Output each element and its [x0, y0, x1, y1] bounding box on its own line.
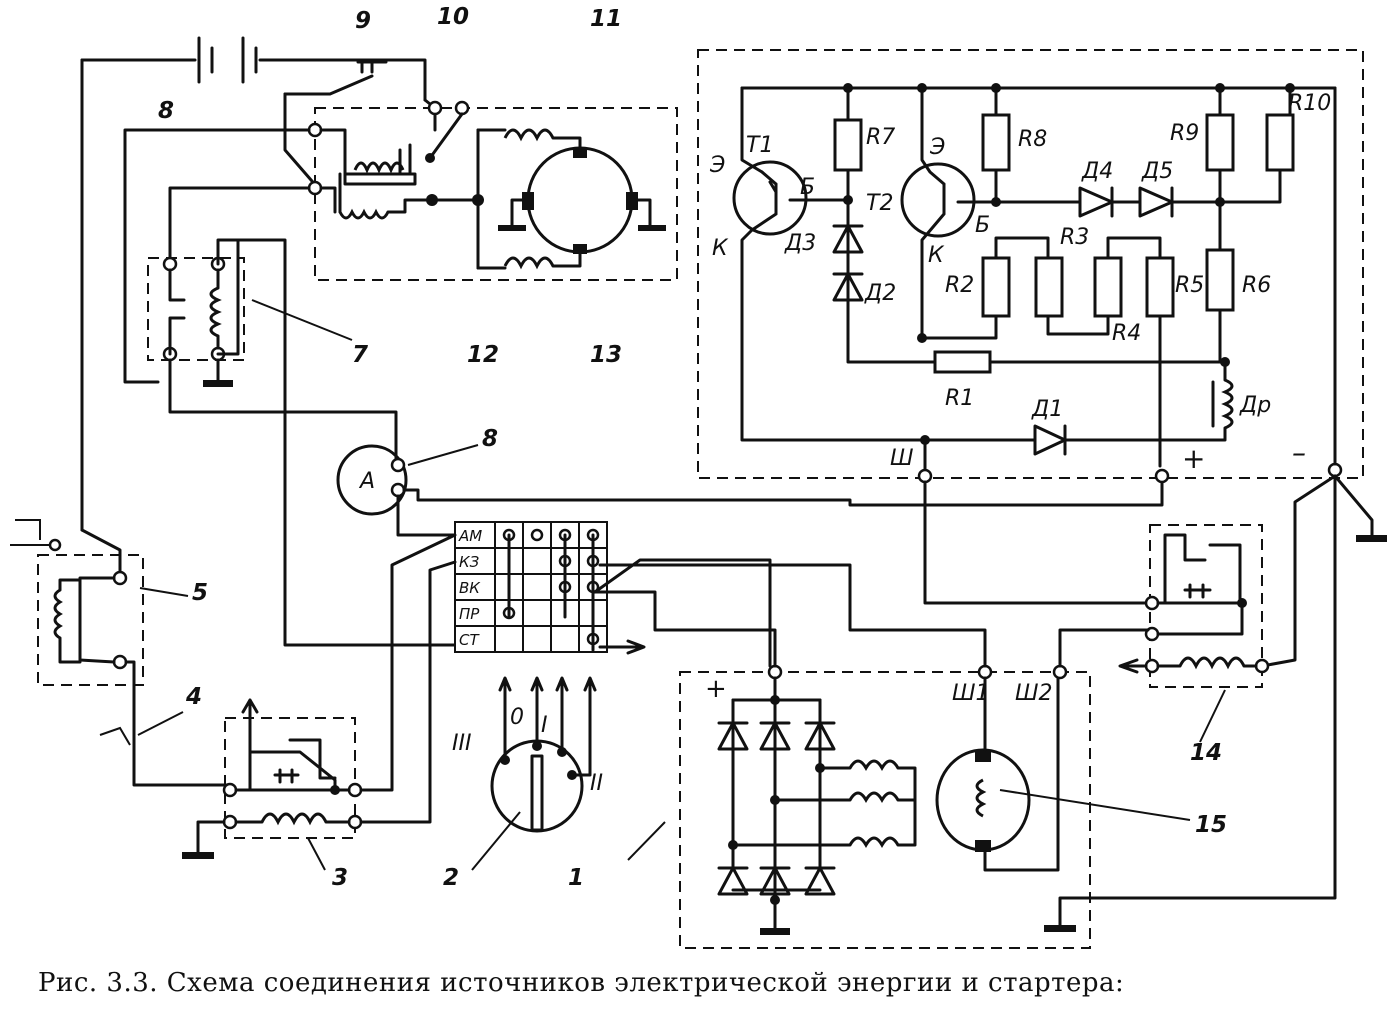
label-R5: R5 [1175, 273, 1204, 298]
label-E2: Э [929, 135, 945, 160]
label-K2: К [928, 243, 945, 268]
pos-II: II [590, 771, 603, 796]
label-minus: – [1292, 436, 1306, 469]
device-5 [10, 519, 232, 787]
label-13: 13 [590, 342, 622, 368]
rectifier-diode [804, 721, 836, 751]
relay-3 [182, 533, 457, 871]
key-switch-2: III 0 I II [452, 676, 603, 871]
label-T1: T1 [746, 133, 773, 158]
starter-relay-12 [307, 98, 678, 281]
label-R6: R6 [1242, 273, 1271, 298]
label-11: 11 [590, 6, 622, 32]
label-R4: R4 [1112, 321, 1141, 346]
ign-cell [522, 547, 552, 575]
wiring-schematic: A АМ КЗ ВК ПР СТ III 0 I II [10, 4, 1387, 949]
ignition-switch-table: АМ КЗ ВК ПР СТ [454, 521, 646, 655]
rectifier-diode [759, 721, 791, 751]
pos-0: 0 [510, 705, 524, 730]
label-D1: Д1 [1031, 397, 1063, 422]
rectifier-diode [759, 866, 791, 896]
label-12: 12 [467, 342, 499, 368]
ign-row-label-box [454, 573, 496, 601]
label-5: 5 [192, 580, 208, 606]
label-D3: Д3 [784, 231, 816, 256]
label-7: 7 [352, 342, 368, 368]
ign-row-label: ПР [459, 605, 480, 623]
label-8-ammeter: 8 [482, 426, 498, 452]
ammeter-letter: A [358, 469, 375, 494]
label-R7: R7 [866, 125, 895, 150]
label-D5: Д5 [1141, 159, 1173, 184]
label-B1: Б [800, 175, 815, 200]
battery [80, 36, 427, 532]
ign-row-label-box [454, 599, 496, 627]
label-D4: Д4 [1081, 159, 1113, 184]
figure-caption: Рис. 3.3. Схема соединения источников эл… [38, 968, 1125, 998]
label-T2: T2 [866, 191, 893, 216]
label-10: 10 [437, 4, 469, 30]
ign-row-label: КЗ [459, 553, 480, 571]
label-3: 3 [332, 865, 348, 891]
label-B2: Б [975, 213, 990, 238]
label-15: 15 [1195, 812, 1227, 838]
ign-cell [494, 625, 524, 653]
label-plus: + [1182, 442, 1205, 475]
label-8-battery: 8 [158, 98, 174, 124]
ign-cell [522, 625, 552, 653]
label-R3: R3 [1060, 225, 1089, 250]
ign-cell [522, 573, 552, 601]
ign-cell [550, 625, 580, 653]
ign-row-label: АМ [458, 527, 482, 545]
ign-row-label: ВК [459, 579, 481, 597]
ign-contact [530, 528, 544, 542]
voltage-regulator-13 [697, 49, 1364, 484]
label-K1: К [712, 236, 729, 261]
label-14: 14 [1190, 740, 1222, 766]
rectifier-diode [717, 721, 749, 751]
rectifier-diode [804, 866, 836, 896]
label-1: 1 [568, 865, 584, 891]
generator-1 [593, 558, 1191, 949]
label-R8: R8 [1018, 127, 1047, 152]
pos-III: III [452, 731, 471, 756]
ign-row-label: СТ [459, 631, 480, 649]
rectifier-diode [717, 866, 749, 896]
ign-cell [522, 599, 552, 627]
label-R10: R10 [1288, 91, 1331, 116]
label-R2: R2 [945, 273, 974, 298]
schematic-labels: 9 10 11 8 7 8 12 13 5 4 3 2 1 14 15 Э T1… [158, 4, 1331, 891]
switch-9 [283, 60, 388, 190]
label-Dr: Др [1239, 393, 1271, 418]
label-R1: R1 [945, 386, 974, 411]
relay-14 [1118, 524, 1270, 743]
ign-row-label-box [454, 625, 496, 653]
ammeter-8: A [336, 444, 1164, 537]
label-E1: Э [709, 153, 725, 178]
label-Sh1: Ш1 [952, 681, 990, 706]
label-R9: R9 [1170, 121, 1199, 146]
label-9: 9 [355, 8, 371, 34]
label-Sh2: Ш2 [1015, 681, 1053, 706]
label-2: 2 [443, 865, 459, 891]
label-plus-bridge: + [705, 674, 727, 704]
label-D2: Д2 [864, 281, 896, 306]
relay-7 [147, 238, 457, 647]
pos-I: I [541, 713, 548, 738]
label-Sh: Ш [890, 446, 914, 471]
label-4: 4 [185, 684, 202, 710]
